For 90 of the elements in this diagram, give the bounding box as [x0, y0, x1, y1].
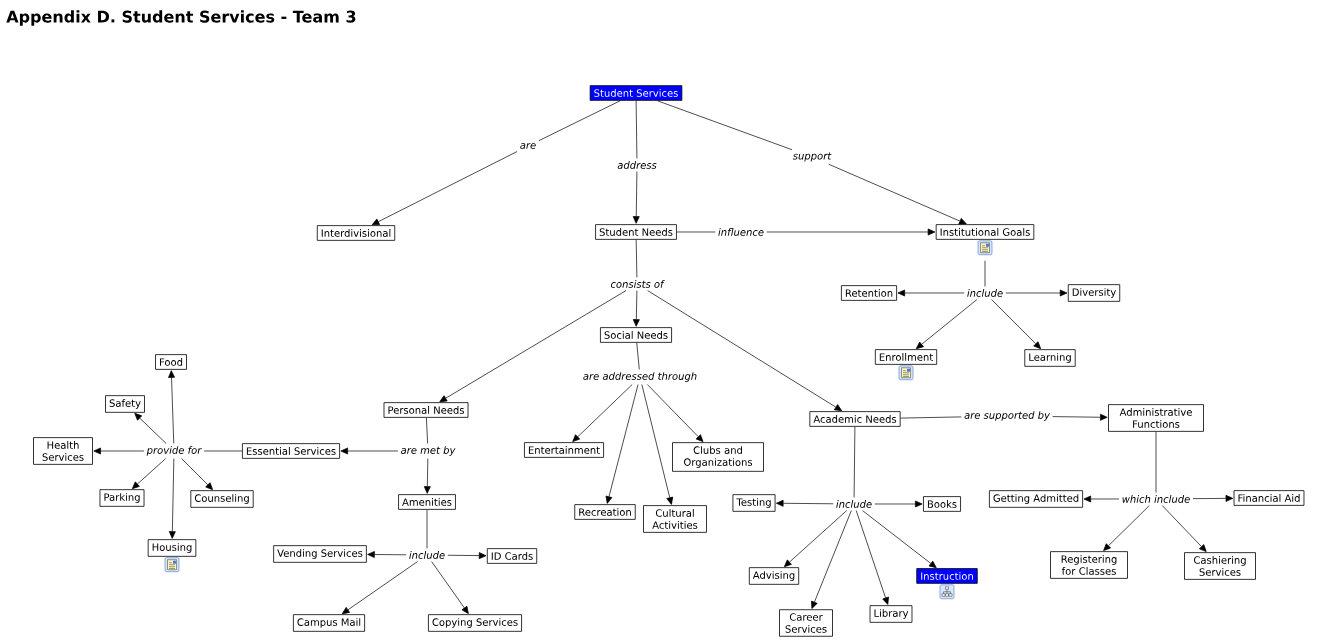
- concept-box: Instruction: [916, 568, 978, 584]
- arrow: [1103, 505, 1150, 551]
- linking-phrase: which include: [1119, 492, 1193, 506]
- arrow: [776, 499, 834, 507]
- concept-box: Student Needs: [595, 224, 677, 240]
- concept-box: Entertainment: [524, 442, 604, 458]
- arrow: [367, 551, 407, 558]
- concept-box: Clubs and Organizations: [672, 442, 764, 472]
- arrow: [1083, 495, 1120, 503]
- arrow: [572, 384, 633, 442]
- concept-box: Parking: [99, 489, 145, 507]
- arrow: [431, 561, 469, 614]
- arrow: [641, 384, 674, 505]
- arrow: [423, 458, 431, 494]
- concept-box: Testing: [732, 494, 776, 512]
- arrow: [371, 151, 518, 226]
- concept-box: Essential Services: [242, 443, 340, 459]
- arrow: [168, 370, 175, 444]
- arrow: [93, 447, 145, 455]
- concept-box: Student Services: [589, 85, 683, 101]
- linking-phrase: influence: [715, 225, 767, 239]
- concept-box: Safety: [105, 395, 145, 413]
- arrow: [439, 290, 627, 403]
- concept-box: Registering for Classes: [1050, 551, 1128, 579]
- concept-box: Books: [923, 496, 961, 512]
- concept-box: Vending Services: [273, 545, 367, 563]
- arrow: [1005, 289, 1068, 297]
- arrow: [915, 299, 978, 350]
- concept-box: Enrollment: [874, 349, 938, 365]
- arrow: [181, 458, 213, 490]
- linking-phrase: include: [833, 497, 875, 511]
- concept-box: Housing: [147, 539, 197, 557]
- arrow: [605, 384, 639, 504]
- concept-box: Retention: [841, 285, 897, 301]
- linking-phrase: are met by: [398, 443, 458, 459]
- concept-box: Learning: [1024, 349, 1076, 367]
- concept-box: ID Cards: [486, 548, 538, 564]
- arrow: [632, 290, 640, 327]
- linking-phrase: include: [964, 286, 1006, 300]
- concept-box: Copying Services: [428, 614, 522, 632]
- concept-box: Social Needs: [600, 327, 672, 343]
- concept-box: Advising: [748, 567, 800, 585]
- concept-box: Library: [869, 605, 913, 623]
- concept-box: Getting Admitted: [989, 490, 1084, 508]
- concept-box: Cultural Activities: [643, 505, 707, 533]
- arrow: [647, 384, 704, 442]
- arrow: [811, 510, 852, 609]
- concept-box: Diversity: [1067, 284, 1121, 302]
- arrow: [855, 510, 889, 605]
- title: Appendix D. Student Services - Team 3: [6, 10, 356, 26]
- concept-box: Campus Mail: [293, 614, 366, 632]
- concept-box: Interdivisional: [316, 225, 396, 241]
- arrow: [168, 458, 176, 539]
- arrow: [1161, 505, 1207, 552]
- linking-phrase: consists of: [607, 277, 667, 291]
- concept-box: Personal Needs: [383, 402, 469, 418]
- arrow: [874, 500, 923, 508]
- arrow: [340, 447, 399, 455]
- linking-phrase: support: [790, 149, 834, 165]
- concept-box: Counseling: [190, 490, 254, 508]
- concept-box: Health Services: [33, 437, 93, 465]
- arrow: [647, 290, 843, 412]
- linking-phrase: are addressed through: [580, 369, 700, 385]
- arrow: [447, 552, 487, 559]
- concept-box: Institutional Goals: [935, 224, 1035, 240]
- arrow: [828, 163, 967, 225]
- arrow: [1052, 413, 1108, 421]
- arrow: [632, 171, 640, 224]
- concept-box: Amenities: [398, 494, 456, 510]
- arrow: [862, 510, 937, 569]
- arrow: [131, 458, 166, 490]
- concept-box: Financial Aid: [1233, 490, 1305, 506]
- concept-box: Administrative Functions: [1108, 404, 1204, 432]
- concept-box: Food: [155, 354, 187, 370]
- arrow: [784, 510, 848, 567]
- linking-phrase: include: [406, 548, 448, 562]
- linking-phrase: address: [614, 158, 660, 172]
- concept-box: Career Services: [779, 609, 833, 637]
- linking-phrase: are: [517, 140, 539, 152]
- arrow: [991, 299, 1041, 349]
- arrow: [897, 289, 965, 297]
- arrow: [766, 228, 936, 236]
- arrow: [341, 561, 418, 615]
- arrow: [134, 413, 167, 444]
- concept-box: Cashiering Services: [1184, 552, 1256, 580]
- concept-box: Recreation: [574, 504, 636, 520]
- arrow: [1192, 494, 1234, 502]
- linking-phrase: provide for: [144, 443, 204, 459]
- linking-phrase: are supported by: [961, 408, 1053, 424]
- concept-box: Academic Needs: [809, 411, 901, 427]
